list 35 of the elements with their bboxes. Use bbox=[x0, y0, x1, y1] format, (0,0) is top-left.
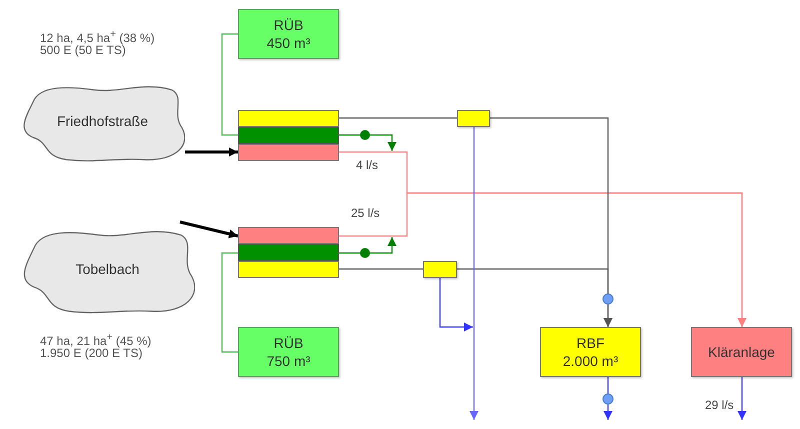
connector-arrow bbox=[457, 268, 612, 327]
node-label: Friedhofstraße bbox=[56, 112, 148, 130]
catchment-info-text: 12 ha, 4,5 ha$^{+}$ (38 %) bbox=[40, 28, 155, 45]
node-label: RÜB 750 m³ bbox=[266, 334, 312, 370]
node-label: RÜB 450 m³ bbox=[266, 16, 312, 52]
connector-arrow bbox=[470, 127, 478, 420]
storage-tank-box bbox=[238, 327, 339, 377]
catchment-info-text: 47 ha, 21 ha$^{+}$ (45 %) bbox=[40, 331, 152, 348]
connector-arrow bbox=[339, 134, 396, 151]
flow-rate-label: 4 l/s bbox=[354, 158, 380, 172]
outlet-bar bbox=[238, 227, 339, 244]
catchment-info-text: 500 E (50 E TS) bbox=[40, 43, 126, 58]
connector-arrow bbox=[339, 192, 746, 327]
node-label: Tobelbach bbox=[76, 260, 140, 278]
connector-arrow bbox=[180, 220, 238, 238]
retention-filter-box bbox=[540, 327, 641, 377]
storage-tank-box bbox=[238, 9, 339, 59]
flow-rate-label: 29 l/s bbox=[703, 398, 736, 412]
connector-arrow bbox=[439, 278, 473, 332]
connector-arrow bbox=[339, 237, 396, 254]
outlet-bar bbox=[238, 127, 339, 144]
outlet-bar bbox=[238, 144, 339, 161]
catchment-info-text: 1.950 E (200 E TS) bbox=[40, 346, 143, 361]
treatment-plant-box bbox=[691, 327, 792, 377]
node-label: RBF 2.000 m³ bbox=[562, 334, 620, 370]
connector-arrow bbox=[738, 377, 746, 420]
outlet-bar bbox=[238, 244, 339, 261]
node-label: Kläranlage bbox=[707, 343, 776, 361]
overflow-box bbox=[457, 110, 490, 127]
connector-arrow bbox=[185, 148, 238, 156]
connector-arrow bbox=[604, 377, 612, 420]
overflow-box bbox=[423, 261, 457, 278]
flow-rate-label: 25 l/s bbox=[349, 206, 382, 220]
outlet-bar bbox=[238, 110, 339, 127]
outlet-bar bbox=[238, 261, 339, 278]
